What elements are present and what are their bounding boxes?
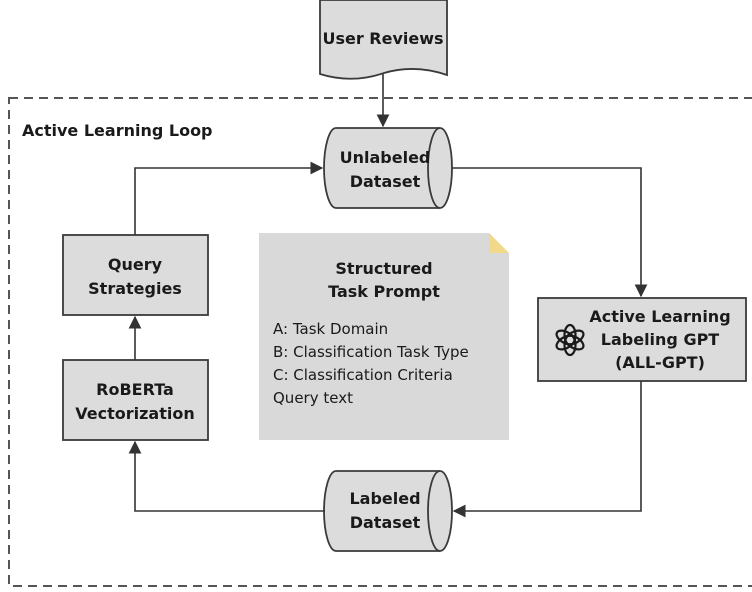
vectorization-line1: RoBERTa [96,380,174,399]
vectorization-line2: Vectorization [75,404,194,423]
all-gpt-box: Active Learning Labeling GPT (ALL-GPT) [537,297,747,382]
user-reviews-label: User Reviews [322,29,443,48]
prompt-item-b: B: Classification Task Type [273,343,469,361]
query-strategies-box: Query Strategies [62,234,209,316]
all-gpt-line3: (ALL-GPT) [615,353,705,372]
loop-label: Active Learning Loop [22,121,213,140]
prompt-title-line2: Task Prompt [328,282,440,301]
unlabeled-dataset-cylinder: Unlabeled Dataset [323,127,453,209]
prompt-item-c: C: Classification Criteria [273,366,453,384]
query-strategies-line1: Query [108,255,163,274]
labeled-dataset-cylinder: Labeled Dataset [323,470,453,552]
all-gpt-line2: Labeling GPT [601,330,720,349]
openai-logo-icon [555,323,585,357]
roberta-vectorization-box: RoBERTa Vectorization [62,359,209,441]
unlabeled-dataset-label-line1: Unlabeled [340,148,431,167]
arrow-unlabeled-to-gpt [452,167,648,298]
arrow-gpt-to-labeled [452,381,642,518]
arrow-labeled-to-vectorization [128,440,325,512]
query-strategies-line2: Strategies [88,279,182,298]
user-reviews-document: User Reviews [319,0,448,80]
structured-task-prompt-note: Structured Task Prompt A: Task Domain B:… [259,233,509,440]
prompt-title-line1: Structured [335,259,432,278]
labeled-dataset-label-line1: Labeled [349,489,420,508]
labeled-dataset-label-line2: Dataset [350,513,421,532]
active-learning-loop-frame [8,97,752,587]
arrow-query-to-unlabeled [134,161,324,235]
prompt-item-a: A: Task Domain [273,320,388,338]
prompt-item-query: Query text [273,389,353,407]
all-gpt-line1: Active Learning [589,307,730,326]
unlabeled-dataset-label-line2: Dataset [350,172,421,191]
